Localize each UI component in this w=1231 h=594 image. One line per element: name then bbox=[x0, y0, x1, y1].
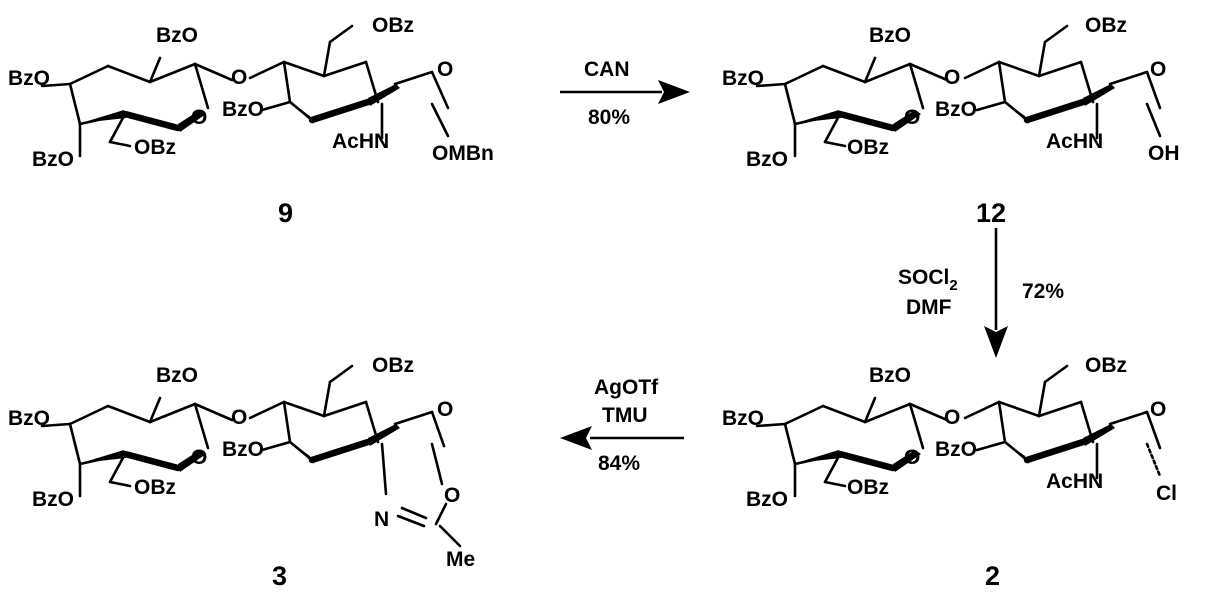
yield-label: 80% bbox=[588, 106, 630, 129]
obz-label: OBz bbox=[1085, 14, 1127, 37]
step-3: AgOTf TMU 84% bbox=[560, 376, 684, 475]
ring-oxygen-label: O bbox=[904, 446, 920, 469]
bzo-label: BzO bbox=[8, 67, 50, 90]
anomeric-substituent-label: Cl bbox=[1156, 482, 1177, 505]
bzo-label: BzO bbox=[32, 488, 74, 511]
compound-9: BzO BzO O BzO OBz O OBz O BzO AcHN OMBn … bbox=[8, 14, 494, 228]
glycosidic-oxygen-label: O bbox=[944, 66, 960, 89]
obz-label: OBz bbox=[372, 14, 414, 37]
yield-label: 84% bbox=[598, 452, 640, 475]
reagent-label: AgOTf bbox=[594, 376, 659, 399]
obz-label: OBz bbox=[1085, 354, 1127, 377]
bzo-label: BzO bbox=[222, 98, 264, 121]
oxazoline-nitrogen-label: N bbox=[374, 508, 389, 531]
compound-number: 9 bbox=[278, 198, 293, 228]
bzo-label: BzO bbox=[722, 67, 764, 90]
step-2: SOCl2 DMF 72% bbox=[898, 228, 1064, 358]
ring-oxygen-label: O bbox=[191, 106, 207, 129]
arrowhead-left-icon bbox=[560, 426, 592, 450]
arrowhead-right-icon bbox=[658, 80, 690, 104]
achn-label: AcHN bbox=[332, 130, 389, 153]
compound-number: 12 bbox=[976, 198, 1006, 228]
obz-label: OBz bbox=[134, 476, 176, 499]
step-1: CAN 80% bbox=[560, 58, 690, 129]
arrowhead-down-icon bbox=[984, 326, 1008, 358]
ring-oxygen-label: O bbox=[1150, 398, 1166, 421]
bzo-label: BzO bbox=[935, 438, 977, 461]
obz-label: OBz bbox=[847, 136, 889, 159]
ring-oxygen-label: O bbox=[437, 398, 453, 421]
obz-label: OBz bbox=[372, 354, 414, 377]
bzo-label: BzO bbox=[8, 407, 50, 430]
bzo-label: BzO bbox=[156, 364, 198, 387]
glycosidic-oxygen-label: O bbox=[231, 406, 247, 429]
reagent-label: CAN bbox=[584, 58, 630, 81]
bzo-label: BzO bbox=[32, 148, 74, 171]
reagent-label: TMU bbox=[602, 404, 648, 427]
compound-2: BzO BzO O BzO OBz O OBz O BzO AcHN Cl 2 bbox=[722, 354, 1177, 591]
anomeric-substituent-label: OMBn bbox=[432, 142, 494, 165]
compound-number: 3 bbox=[272, 561, 287, 591]
bzo-label: BzO bbox=[935, 98, 977, 121]
ring-oxygen-label: O bbox=[904, 106, 920, 129]
bzo-label: BzO bbox=[156, 24, 198, 47]
achn-label: AcHN bbox=[1046, 470, 1103, 493]
ring-oxygen-label: O bbox=[1150, 58, 1166, 81]
obz-label: OBz bbox=[134, 136, 176, 159]
bzo-label: BzO bbox=[869, 24, 911, 47]
reagent-label: SOCl2 bbox=[898, 266, 958, 294]
achn-label: AcHN bbox=[1046, 130, 1103, 153]
compound-3: BzO BzO O BzO OBz O OBz O BzO O N Me 3 bbox=[8, 354, 475, 591]
bzo-label: BzO bbox=[746, 488, 788, 511]
glycosidic-oxygen-label: O bbox=[944, 406, 960, 429]
glycosidic-oxygen-label: O bbox=[231, 66, 247, 89]
bzo-label: BzO bbox=[869, 364, 911, 387]
bzo-label: BzO bbox=[746, 148, 788, 171]
compound-number: 2 bbox=[985, 561, 1000, 591]
ring-oxygen-label: O bbox=[191, 446, 207, 469]
anomeric-substituent-label: OH bbox=[1148, 142, 1180, 165]
oxazoline-oxygen-label: O bbox=[444, 484, 460, 507]
obz-label: OBz bbox=[847, 476, 889, 499]
ring-oxygen-label: O bbox=[437, 58, 453, 81]
compound-12: BzO BzO O BzO OBz O OBz O BzO AcHN OH 12 bbox=[722, 14, 1180, 228]
reagent-label: DMF bbox=[906, 296, 952, 319]
yield-label: 72% bbox=[1022, 280, 1064, 303]
methyl-label: Me bbox=[446, 548, 475, 571]
bzo-label: BzO bbox=[722, 407, 764, 430]
bzo-label: BzO bbox=[222, 438, 264, 461]
